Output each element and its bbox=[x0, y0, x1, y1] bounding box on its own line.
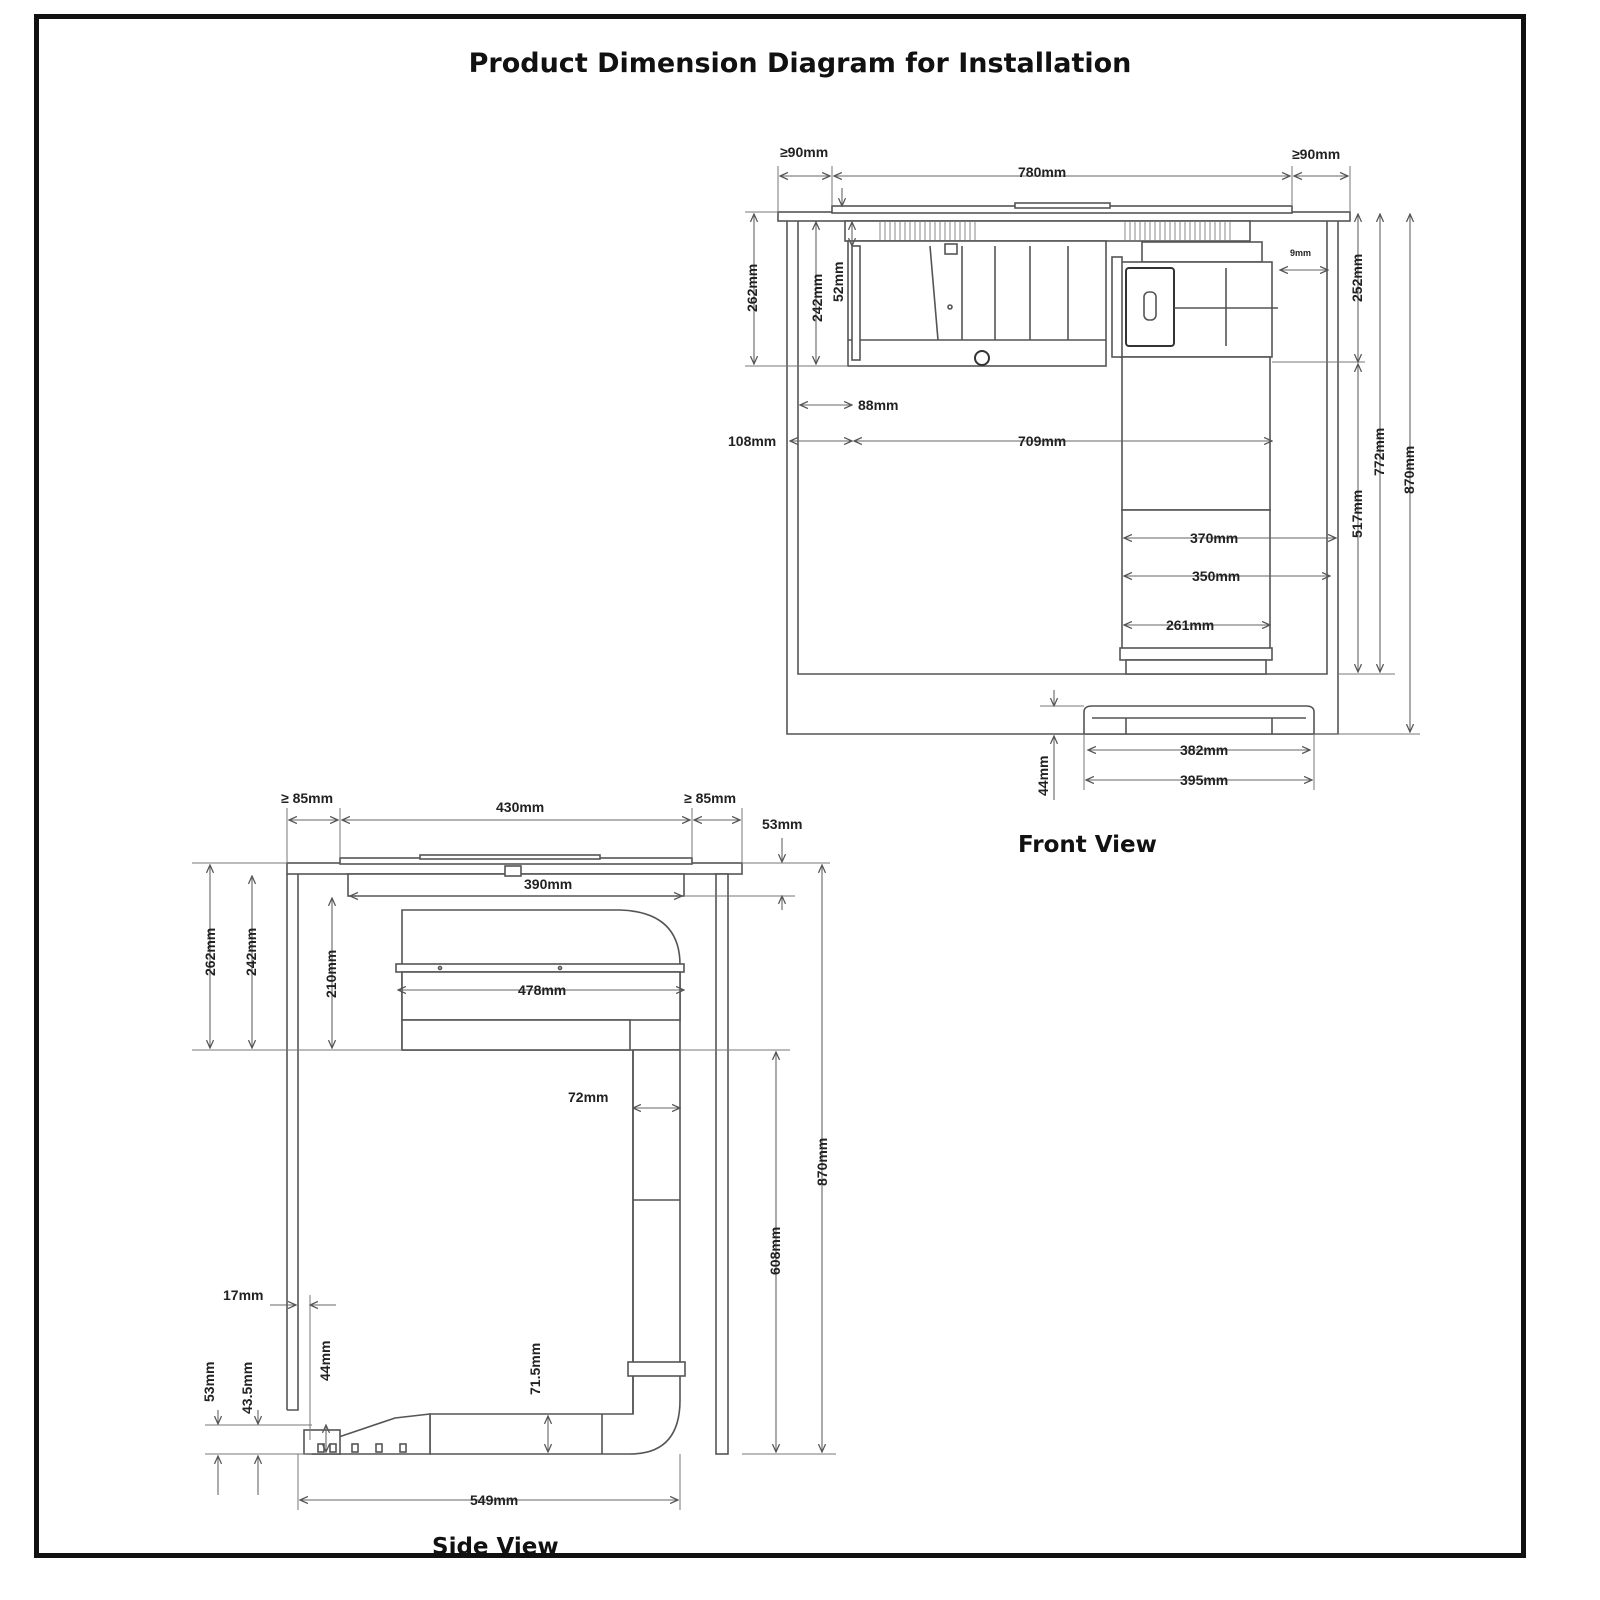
side-dim-390: 390mm bbox=[524, 876, 572, 892]
side-dim-53-bottom: 53mm bbox=[201, 1362, 217, 1402]
side-view: ≥ 85mm 430mm ≥ 85mm 53mm 390mm 262mm 242… bbox=[192, 790, 836, 1560]
front-duct-column bbox=[1111, 241, 1278, 675]
front-dim-242: 242mm bbox=[809, 274, 825, 322]
front-dim-870: 870mm bbox=[1401, 446, 1417, 494]
front-plinth bbox=[1083, 705, 1315, 735]
front-cabinet-inner bbox=[797, 220, 1328, 675]
side-dim-210: 210mm bbox=[323, 950, 339, 998]
side-dim-53-top: 53mm bbox=[762, 816, 802, 832]
front-dim-772: 772mm bbox=[1371, 428, 1387, 476]
front-dim-44: 44mm bbox=[1035, 756, 1051, 796]
side-dim-clear-left: ≥ 85mm bbox=[281, 790, 333, 806]
side-cabinet-back-wall bbox=[715, 873, 729, 1455]
side-dim-242: 242mm bbox=[243, 928, 259, 976]
side-duct bbox=[303, 1049, 686, 1455]
page-title: Product Dimension Diagram for Installati… bbox=[468, 48, 1132, 79]
front-dim-clear-left: ≥90mm bbox=[780, 144, 828, 160]
front-cabinet-outline bbox=[786, 220, 1339, 735]
side-dimension-lines bbox=[192, 808, 836, 1510]
front-view-label: Front View bbox=[1018, 832, 1157, 858]
front-dim-261: 261mm bbox=[1166, 617, 1214, 633]
front-dim-clear-right: ≥90mm bbox=[1292, 146, 1340, 162]
front-dim-370: 370mm bbox=[1190, 530, 1238, 546]
side-dim-549: 549mm bbox=[470, 1492, 518, 1508]
front-dim-395: 395mm bbox=[1180, 772, 1228, 788]
side-dim-72: 72mm bbox=[568, 1089, 608, 1105]
front-dim-350: 350mm bbox=[1192, 568, 1240, 584]
side-dim-478: 478mm bbox=[518, 982, 566, 998]
front-dim-88: 88mm bbox=[858, 397, 898, 413]
front-dim-709: 709mm bbox=[1018, 433, 1066, 449]
front-dimension-lines bbox=[745, 166, 1420, 800]
side-dim-clear-right: ≥ 85mm bbox=[684, 790, 736, 806]
front-dim-52: 52mm bbox=[830, 262, 846, 302]
side-hob-control bbox=[419, 854, 601, 860]
side-dim-17: 17mm bbox=[223, 1287, 263, 1303]
side-dim-71-5: 71.5mm bbox=[527, 1343, 543, 1395]
front-fan-housing bbox=[847, 240, 1107, 367]
front-dim-width: 780mm bbox=[1018, 164, 1066, 180]
side-hob-body bbox=[347, 873, 685, 897]
side-dim-608: 608mm bbox=[767, 1227, 783, 1275]
side-dim-262: 262mm bbox=[202, 928, 218, 976]
side-dim-44: 44mm bbox=[317, 1341, 333, 1381]
front-hob-control bbox=[1014, 202, 1111, 209]
front-view: ≥90mm 780mm ≥90mm 262mm 242mm 52mm 9mm 2… bbox=[728, 144, 1420, 858]
front-dim-252: 252mm bbox=[1349, 254, 1365, 302]
side-hob-bracket bbox=[504, 865, 522, 877]
front-dim-108: 108mm bbox=[728, 433, 776, 449]
front-dim-382: 382mm bbox=[1180, 742, 1228, 758]
front-dim-517: 517mm bbox=[1349, 490, 1365, 538]
front-dim-9: 9mm bbox=[1290, 248, 1311, 258]
side-dim-43-5: 43.5mm bbox=[239, 1362, 255, 1414]
side-view-label: Side View bbox=[432, 1534, 559, 1560]
side-dim-width: 430mm bbox=[496, 799, 544, 815]
side-motor-unit bbox=[395, 909, 685, 1051]
front-dim-262: 262mm bbox=[744, 264, 760, 312]
side-dim-870: 870mm bbox=[814, 1138, 830, 1186]
front-hob-grill bbox=[844, 220, 1251, 242]
